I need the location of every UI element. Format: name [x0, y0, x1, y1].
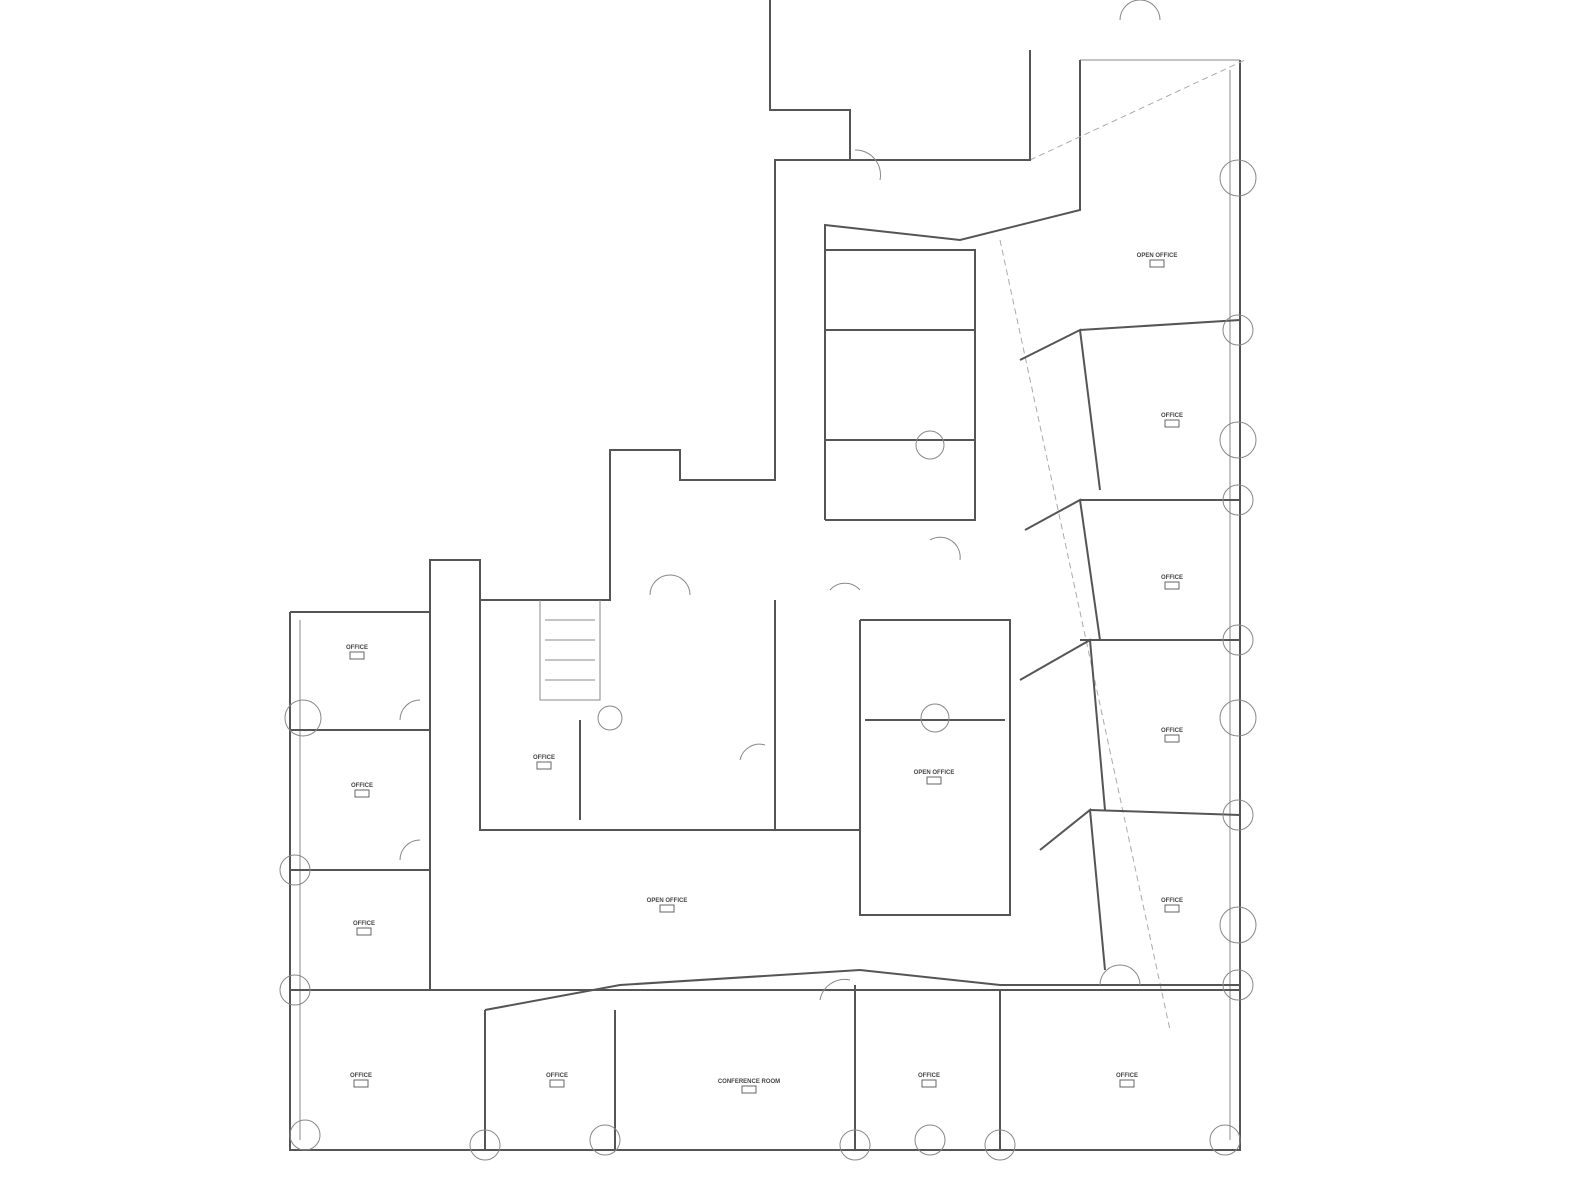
room-label: OFFICE: [1116, 1073, 1138, 1088]
room-number-tag: [354, 789, 370, 798]
interior-walls: [290, 50, 1241, 1150]
room-number-tag: [549, 1079, 565, 1088]
room-number-tag: [1164, 419, 1180, 428]
room-name: OFFICE: [1161, 413, 1183, 419]
door-swings: [399, 0, 1161, 1001]
room-name: OFFICE: [346, 645, 368, 651]
room-name: OPEN OFFICE: [914, 770, 955, 776]
room-number-tag: [1149, 259, 1165, 268]
room-name: OFFICE: [533, 755, 555, 761]
room-name: OFFICE: [1161, 898, 1183, 904]
room-name: OFFICE: [350, 1073, 372, 1079]
room-number-tag: [536, 761, 552, 770]
room-number-tag: [1164, 904, 1180, 913]
room-label: OFFICE: [1161, 898, 1183, 913]
room-name: OFFICE: [1161, 728, 1183, 734]
room-label: OFFICE: [350, 1073, 372, 1088]
room-number-tag: [921, 1079, 937, 1088]
room-number-tag: [349, 651, 365, 660]
room-labels: OFFICE OFFICE OFFICE OFFICE OFFICE CONFE…: [346, 253, 1183, 1094]
room-name: OFFICE: [1116, 1073, 1138, 1079]
room-label: OFFICE: [1161, 728, 1183, 743]
room-label: OFFICE: [546, 1073, 568, 1088]
room-label: OFFICE: [353, 921, 375, 936]
column-markers: [279, 159, 1257, 1161]
room-number-tag: [741, 1085, 757, 1094]
room-name: OPEN OFFICE: [1137, 253, 1178, 259]
room-name: CONFERENCE ROOM: [718, 1079, 780, 1085]
room-number-tag: [1119, 1079, 1135, 1088]
room-name: OPEN OFFICE: [647, 898, 688, 904]
room-number-tag: [1164, 734, 1180, 743]
room-name: OFFICE: [1161, 575, 1183, 581]
room-number-tag: [1164, 581, 1180, 590]
room-name: OFFICE: [351, 783, 373, 789]
room-label: OPEN OFFICE: [914, 770, 955, 785]
room-label: OPEN OFFICE: [1137, 253, 1178, 268]
room-label: OFFICE: [346, 645, 368, 660]
room-name: OFFICE: [918, 1073, 940, 1079]
room-label: OFFICE: [918, 1073, 940, 1088]
room-label: OFFICE: [533, 755, 555, 770]
room-number-tag: [356, 927, 372, 936]
room-label: OFFICE: [351, 783, 373, 798]
room-name: OFFICE: [353, 921, 375, 927]
room-number-tag: [353, 1079, 369, 1088]
room-number-tag: [926, 776, 942, 785]
room-name: OFFICE: [546, 1073, 568, 1079]
room-label: OFFICE: [1161, 413, 1183, 428]
room-number-tag: [659, 904, 675, 913]
room-label: OPEN OFFICE: [647, 898, 688, 913]
room-label: OFFICE: [1161, 575, 1183, 590]
room-label: CONFERENCE ROOM: [718, 1079, 780, 1094]
stairs: [539, 600, 601, 701]
